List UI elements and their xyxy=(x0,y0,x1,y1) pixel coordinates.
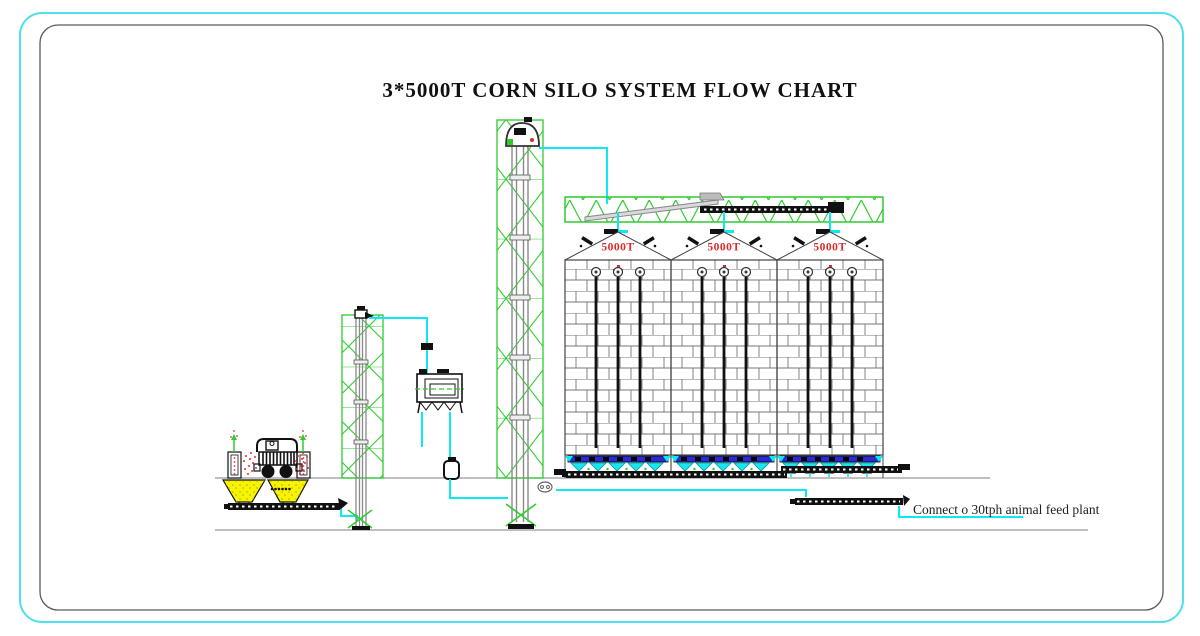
conveyor-discharge-spout xyxy=(338,498,348,510)
receiving-hopper-1 xyxy=(221,479,267,507)
dump-truck xyxy=(253,438,303,478)
surge-bin xyxy=(443,457,460,480)
pit-conveyor xyxy=(224,498,348,510)
conveyor-transition xyxy=(699,192,725,201)
truck-wheel-icon xyxy=(261,465,275,478)
page-title: 3*5000T CORN SILO SYSTEM FLOW CHART xyxy=(382,78,857,102)
leg-joint xyxy=(509,414,531,421)
unload-conveyor-silo3 xyxy=(781,464,910,473)
bucket-elevator-1 xyxy=(341,306,384,530)
grain-pile-dots xyxy=(270,487,291,491)
inner-border xyxy=(39,24,1164,611)
silo-1: 5000T xyxy=(563,227,673,480)
leg-joint xyxy=(509,354,531,361)
outer-border xyxy=(19,12,1184,623)
elevator-boot xyxy=(347,509,373,530)
grain-dust-spray-left xyxy=(243,452,257,475)
conveyor-discharge-spout xyxy=(903,495,910,506)
pipe-elevator2-to-truss xyxy=(539,147,608,204)
leg-joint xyxy=(509,294,531,301)
elevator-head xyxy=(505,117,540,147)
pipe-bin-to-elevator2 xyxy=(449,479,508,499)
pipe-reclaim-line xyxy=(556,489,807,497)
unload-conveyor-silo12 xyxy=(562,471,787,478)
truck-dump-station xyxy=(221,430,348,510)
leg-joint xyxy=(353,359,369,365)
silo-capacity-label: 5000T xyxy=(601,242,634,254)
feed-plant-annotation: Connect o 30tph animal feed plant xyxy=(913,502,1100,517)
elevator-leg xyxy=(355,318,367,526)
leg-joint xyxy=(353,439,369,445)
feed-plant-conveyor xyxy=(790,495,910,506)
silo-capacity-label: 5000T xyxy=(813,242,846,254)
elevator-boot xyxy=(505,503,537,529)
truck-wheel-icon xyxy=(279,465,293,478)
distribution-conveyor xyxy=(700,202,844,213)
elevator-head xyxy=(354,306,374,319)
silo-capacity-label: 5000T xyxy=(707,242,740,254)
leg-joint xyxy=(353,399,369,405)
pipe-elevator1-to-cleaner xyxy=(369,317,428,374)
pipe-elbow xyxy=(421,343,433,350)
pipe-to-feed-plant xyxy=(898,506,1023,518)
pipe-pit-to-elevator1 xyxy=(340,509,358,521)
elevator-leg xyxy=(511,132,529,522)
leg-joint xyxy=(509,174,531,181)
cleaner-hoppers xyxy=(419,401,457,411)
bucket-elevator-2 xyxy=(496,117,544,529)
dust-collector-left xyxy=(227,430,242,479)
silo-2: 5000T xyxy=(669,227,779,480)
silo-3: 5000T xyxy=(775,227,885,480)
receiving-hopper-2 xyxy=(266,479,310,507)
grain-dust-spray-right xyxy=(295,452,309,475)
aeration-fan xyxy=(537,469,566,493)
leg-joint xyxy=(509,234,531,241)
grain-cleaner xyxy=(415,369,464,414)
